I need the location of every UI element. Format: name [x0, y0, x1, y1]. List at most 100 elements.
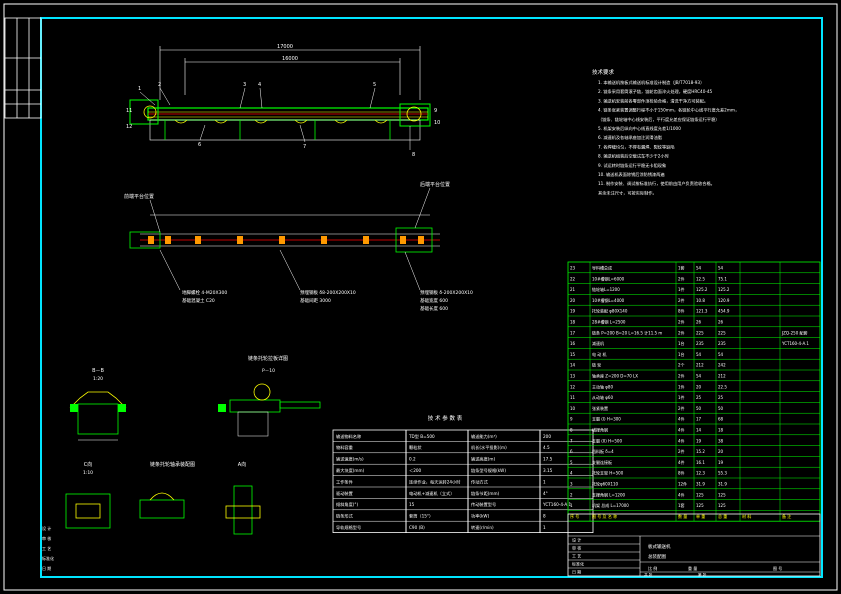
part-cell: 125.2: [696, 287, 708, 292]
part-cell: 1件: [678, 286, 685, 292]
param-cell: 链条型号规格(kW): [471, 467, 506, 474]
tech-req-item: 10. 输送机表面除锈后涂防锈漆两遍: [598, 171, 665, 178]
part-cell: 2件: [678, 297, 685, 303]
outer-border: [3, 3, 838, 591]
tech-req-item: 9. 试运转时链条运行平稳无卡阻现象: [598, 162, 666, 169]
part-cell: 8件: [678, 470, 685, 476]
tech-req-item: 1. 本输送机按板式输送机标准设计制造（JB/T7018-93）: [598, 79, 704, 86]
parts-header-cell: 数 量: [678, 513, 687, 519]
part-cell: JZQ-250 配套: [781, 329, 808, 335]
tech-req-item: 3. 输送机安装前各零部件须检验合格，清洗干净方可装配。: [598, 97, 708, 104]
tech-req-item: 6. 减速机及各轴承座加注润滑油脂: [598, 134, 662, 141]
svg-text:1:10: 1:10: [83, 470, 93, 476]
left-strip-label: 日 期: [42, 565, 51, 571]
param-cell: 输送物料名称: [336, 433, 361, 440]
part-cell: 10#槽钢L=4000: [592, 297, 625, 303]
param-cell: 套筒（15°）: [409, 513, 433, 520]
param-cell: 4.5: [543, 445, 550, 450]
section-aa: A向: [225, 461, 261, 535]
part-cell: 54: [696, 374, 702, 379]
part-cell: 2件: [678, 373, 685, 379]
part-cell: 链 轮: [592, 362, 601, 368]
part-cell: 1套: [678, 265, 685, 271]
part-cell: 1件: [678, 394, 685, 400]
part-cell: 31.9: [696, 482, 705, 487]
param-cell: 倾斜角度(°): [336, 501, 358, 508]
part-cell: 19: [696, 438, 702, 443]
title-drawing-no: 图 号: [773, 565, 782, 571]
note-concrete: 基础混凝土 C20: [182, 297, 215, 304]
part-cell: 17: [696, 417, 702, 422]
param-cell: 传动方式: [471, 478, 489, 485]
part-cell: 54: [718, 352, 724, 357]
part-cell: 20: [696, 384, 702, 389]
param-cell: 8: [543, 514, 546, 519]
part-cell: 19: [718, 460, 724, 465]
svg-text:链条托轮轴承装配图: 链条托轮轴承装配图: [150, 461, 195, 468]
note-spacing: 基础间距 3000: [300, 297, 331, 304]
title-sheet-no: 第 张: [698, 572, 707, 577]
title-left-label: 审 核: [572, 545, 581, 551]
part-cell: 17: [570, 330, 576, 335]
part-cell: 5: [570, 460, 573, 465]
param-cell: 工作条件: [336, 478, 353, 485]
part-cell: 2件: [678, 329, 685, 335]
part-cell: 链条 P=200 B=20 L=16.5 计11.5 m: [592, 329, 662, 335]
part-cell: 31.9: [718, 482, 727, 487]
part-cell: 50: [696, 406, 702, 411]
param-cell: C90 (B): [409, 525, 425, 530]
left-strip-label: 工 艺: [42, 546, 51, 551]
part-cell: 20: [718, 449, 724, 454]
param-cell: 颗粒状: [409, 444, 422, 451]
part-cell: 1件: [678, 383, 685, 389]
title-left-label: 工 艺: [572, 554, 581, 559]
param-cell: 1: [543, 479, 546, 484]
part-cell: 6: [570, 449, 573, 454]
part-cell: 125.2: [718, 287, 730, 292]
param-table-title: 技 术 参 数 表: [428, 414, 463, 422]
callout-6: 6: [198, 142, 201, 148]
callout-10: 10: [434, 120, 440, 126]
note-plate: 预埋钢板 δ8-200X200X10: [300, 289, 356, 296]
left-strip-label: 审 核: [42, 535, 51, 541]
part-cell: 4: [570, 471, 573, 476]
title-left-label: 设 计: [572, 537, 581, 543]
param-cell: 17.5: [543, 457, 553, 462]
callout-3: 3: [243, 82, 246, 88]
part-cell: 235: [696, 341, 704, 346]
note-plate-2: 预埋钢板 δ-200X200X10: [420, 289, 473, 296]
part-cell: 14: [696, 428, 702, 433]
param-cell: YCT160-4-A.1: [542, 502, 572, 507]
callout-8: 8: [412, 152, 415, 158]
part-cell: 1台: [678, 340, 685, 346]
part-cell: 212: [718, 374, 726, 379]
part-cell: 16.1: [696, 460, 705, 465]
tech-req-item: 7. 各焊缝均匀，不得有漏焊、裂纹等缺陷: [598, 143, 675, 150]
param-cell: 物料容重: [336, 444, 353, 451]
part-cell: 10.8: [696, 298, 705, 303]
part-cell: 25: [696, 395, 702, 400]
part-cell: 支腿 (I) H=300: [592, 416, 621, 422]
part-cell: 减速机: [592, 340, 604, 346]
param-cell: 连续作业，每天运转24小时: [409, 478, 461, 485]
part-cell: 125: [718, 492, 726, 497]
dim-inner-length: 16000: [282, 56, 298, 62]
part-cell: 托轮φ60X110: [592, 481, 619, 487]
part-cell: 120.9: [718, 298, 730, 303]
part-cell: 13: [570, 374, 576, 379]
part-cell: 轴承座 Z=200 D=70 LX: [592, 373, 638, 379]
left-strip-label: 标准化: [42, 555, 54, 561]
param-cell: 200: [543, 434, 551, 439]
part-cell: 托轮装配 φ80X140: [592, 308, 628, 314]
part-cell: 挡料板 δ=4: [592, 448, 614, 454]
part-cell: 12.3: [696, 471, 705, 476]
part-cell: 16: [570, 341, 576, 346]
param-cell: 输送速度(m/s): [336, 456, 364, 463]
callout-9: 9: [434, 108, 437, 114]
part-cell: 2件: [678, 275, 685, 281]
part-cell: 121.3: [696, 309, 708, 314]
part-cell: 托轮支架 H=500: [592, 470, 624, 476]
part-cell: 26: [718, 320, 724, 325]
param-cell: 3.15: [543, 468, 553, 473]
part-cell: 支腿连接板: [592, 459, 612, 465]
